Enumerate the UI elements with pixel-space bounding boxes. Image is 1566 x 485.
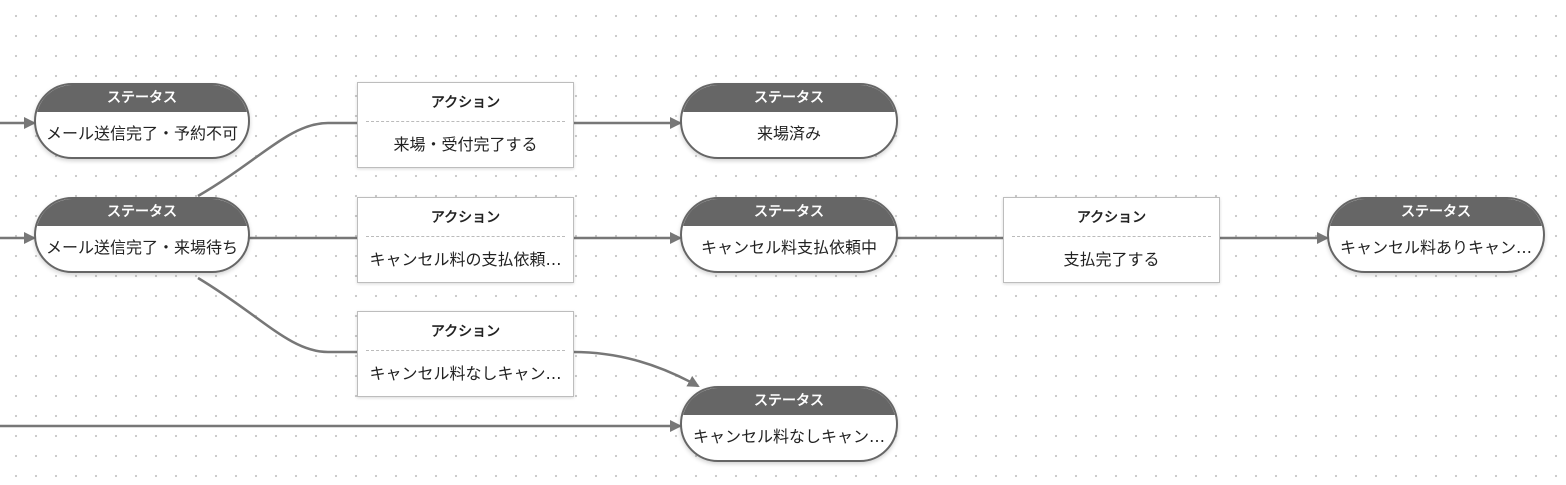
action-node-label: キャンセル料なしキャン… bbox=[369, 364, 562, 383]
edge-s2-a3 bbox=[197, 276, 357, 354]
status-node-visited[interactable]: ステータス 来場済み bbox=[680, 83, 898, 159]
action-node-header: アクション bbox=[366, 198, 565, 237]
status-node-header: ステータス bbox=[682, 199, 896, 226]
status-node-header: ステータス bbox=[36, 199, 248, 226]
action-node-label: 来場・受付完了する bbox=[393, 135, 538, 154]
status-node-label: キャンセル料支払依頼中 bbox=[700, 238, 877, 257]
status-node-label: 来場済み bbox=[756, 124, 821, 143]
action-node-cancel-without-fee[interactable]: アクション キャンセル料なしキャン… bbox=[357, 311, 574, 397]
status-node-header: ステータス bbox=[36, 85, 248, 112]
action-node-header: アクション bbox=[366, 83, 565, 122]
action-node-label: キャンセル料の支払依頼… bbox=[369, 250, 562, 269]
action-node-complete-payment[interactable]: アクション 支払完了する bbox=[1003, 197, 1220, 283]
status-node-label: キャンセル料なしキャン… bbox=[692, 427, 885, 446]
action-node-label: 支払完了する bbox=[1063, 250, 1160, 269]
status-node-header: ステータス bbox=[682, 388, 896, 415]
status-node-cancelled-with-fee[interactable]: ステータス キャンセル料ありキャン… bbox=[1327, 197, 1545, 273]
status-node-cancel-fee-requested[interactable]: ステータス キャンセル料支払依頼中 bbox=[680, 197, 898, 273]
status-node-header: ステータス bbox=[682, 85, 896, 112]
edge-s2-a1 bbox=[197, 121, 357, 198]
status-node-awaiting-visit[interactable]: ステータス メール送信完了・来場待ち bbox=[34, 197, 250, 273]
status-node-label: キャンセル料ありキャン… bbox=[1339, 238, 1532, 257]
status-node-cancelled-without-fee[interactable]: ステータス キャンセル料なしキャン… bbox=[680, 386, 898, 462]
action-node-header: アクション bbox=[366, 312, 565, 351]
action-node-complete-reception[interactable]: アクション 来場・受付完了する bbox=[357, 82, 574, 168]
status-node-label: メール送信完了・来場待ち bbox=[46, 238, 239, 257]
edge-a3-s6 bbox=[572, 350, 700, 388]
status-node-label: メール送信完了・予約不可 bbox=[46, 124, 239, 143]
action-node-request-cancel-fee[interactable]: アクション キャンセル料の支払依頼… bbox=[357, 197, 574, 283]
action-node-header: アクション bbox=[1012, 198, 1211, 237]
status-node-reservation-unavailable[interactable]: ステータス メール送信完了・予約不可 bbox=[34, 83, 250, 159]
status-node-header: ステータス bbox=[1329, 199, 1543, 226]
